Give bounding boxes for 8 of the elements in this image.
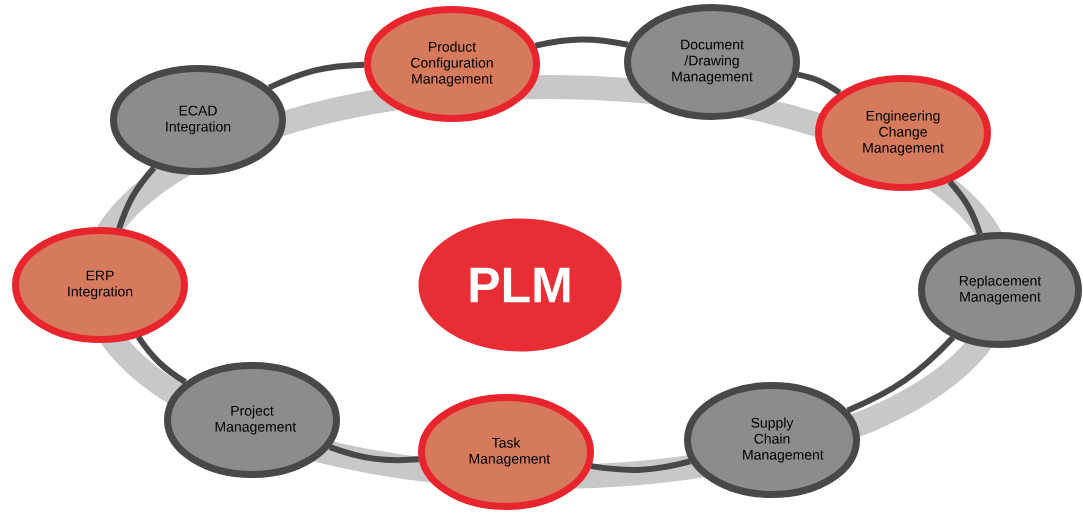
ring-connector [947,180,983,235]
ring-connector [328,444,419,464]
ring-connector [590,458,691,473]
ring-connector [136,335,187,385]
ring-connector [267,61,365,91]
ring-connector [534,36,629,49]
ring-connector [116,165,157,230]
ring-connector [797,71,842,96]
